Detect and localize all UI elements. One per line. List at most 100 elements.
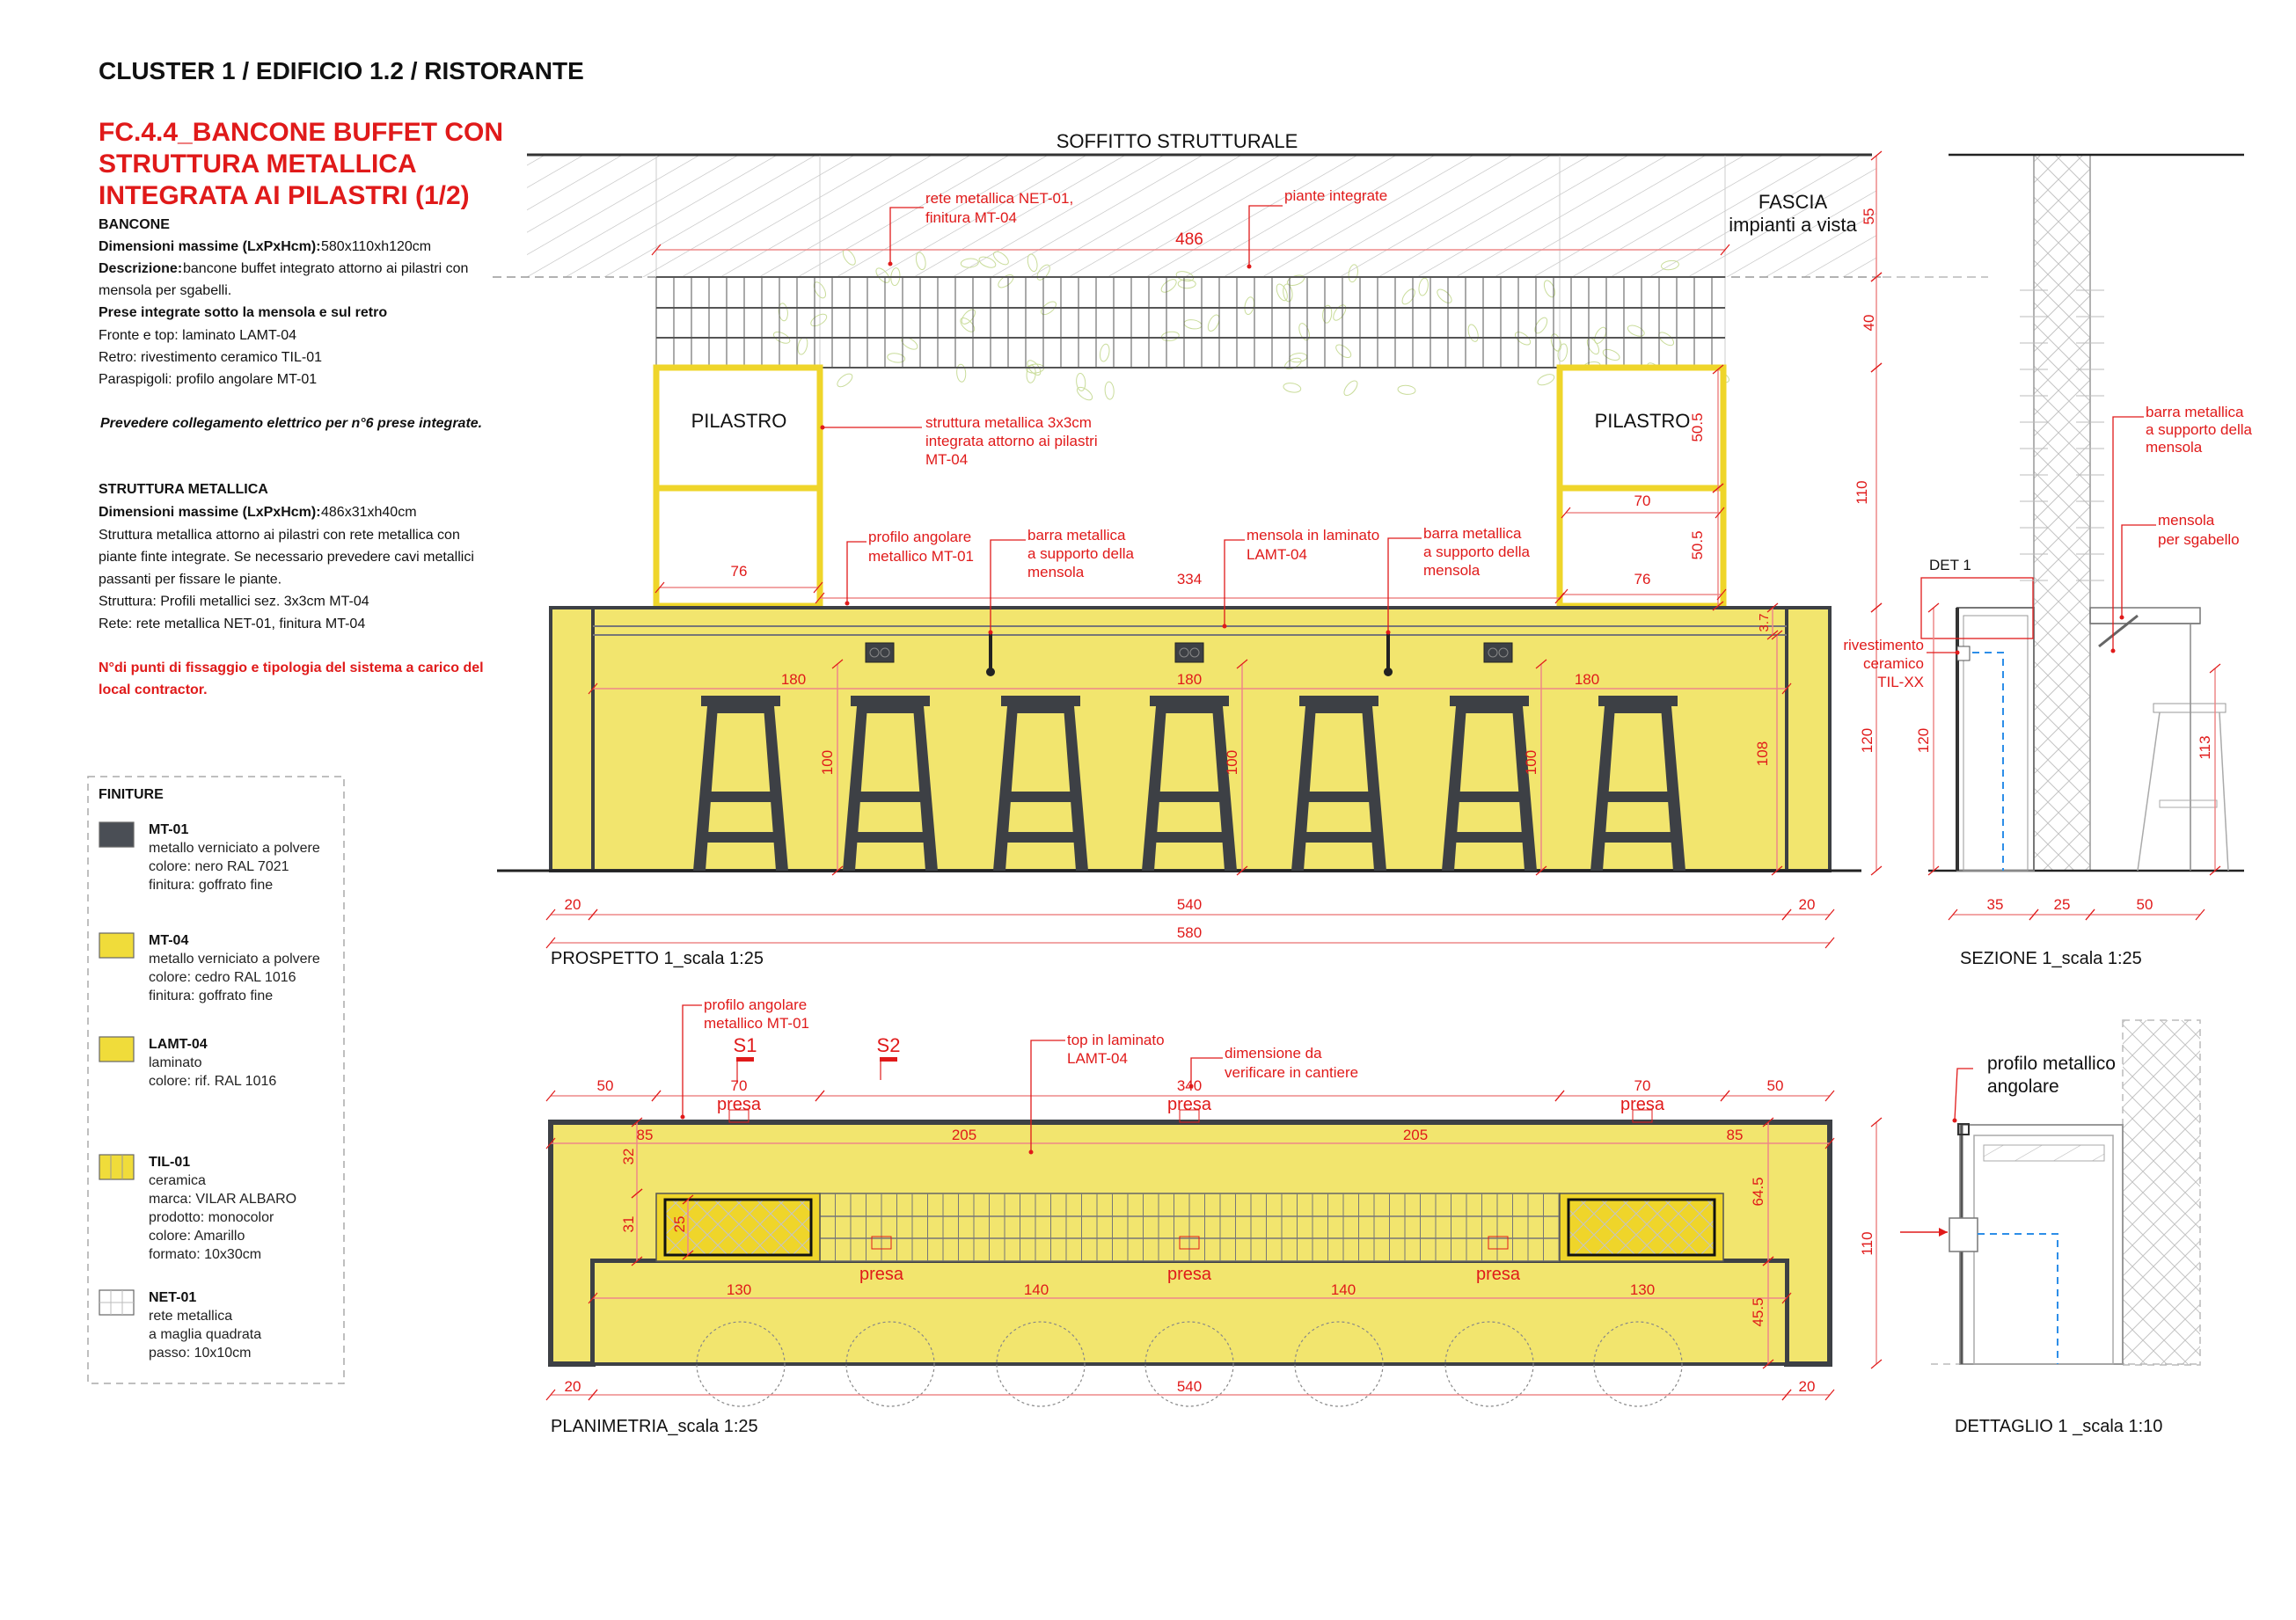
text-planimetria-notes-profilo-1: metallico MT-01 [704, 1015, 809, 1032]
text-prospetto-dims-d50_5: 50.5 [1689, 530, 1706, 559]
stool-rung [1301, 832, 1377, 843]
text-planimetria-dims-d85: 85 [1727, 1127, 1744, 1143]
text-planimetria-dims-d205: 205 [1403, 1127, 1428, 1143]
sheet-title: FC.4.4_BANCONE BUFFET CON [99, 118, 503, 147]
text-planimetria-notes-profilo-0: profilo angolare [704, 996, 807, 1013]
text-sezione-notes-barra-1: a supporto della [2146, 421, 2253, 438]
text-finiture-items-1-code: MT-04 [149, 933, 188, 948]
stool-apron [1313, 706, 1365, 713]
text-planimetria-dims-d130: 130 [1630, 1281, 1655, 1298]
text-planimetria-dims-d50: 50 [597, 1077, 614, 1094]
leader-arrow [821, 426, 825, 430]
text-finiture-items-3-lines-1: marca: VILAR ALBARO [149, 1192, 296, 1207]
text-sezione-dims-d25: 25 [2054, 896, 2071, 913]
top-detail [1984, 1145, 2104, 1161]
support-bar-end [1384, 668, 1393, 676]
section-marker-s2: S2 [877, 1034, 901, 1056]
ceiling-fascia-hatch [527, 156, 1876, 277]
stool-apron [1163, 706, 1216, 713]
stool-rung [855, 792, 925, 802]
plant-leaf [959, 307, 977, 326]
text-finiture-items-3-lines-0: ceramica [149, 1173, 206, 1188]
text-finiture-items-0-lines-0: metallo verniciato a polvere [149, 841, 320, 856]
leader-arrow [845, 602, 850, 606]
text-prospetto-notes-rete-0: rete metallica NET-01, [925, 190, 1073, 207]
text-prospetto-dims-d580: 580 [1177, 924, 1202, 941]
text-spec-bancone-prese: Prese integrate sotto la mensola e sul r… [99, 305, 387, 320]
plant-leaf [956, 364, 966, 383]
swatch-mt-01 [99, 822, 134, 847]
stool-rung [703, 832, 779, 843]
plant-leaf [809, 312, 829, 329]
stool-rung [1152, 832, 1227, 843]
leader-arrow [1247, 265, 1252, 269]
text-prospetto-dims-d100: 100 [1224, 750, 1240, 775]
text-finiture-items-0-lines-2: finitura: goffrato fine [149, 878, 273, 893]
leader-line [683, 1005, 702, 1117]
text-planimetria-dims-d130: 130 [727, 1281, 751, 1298]
stool-rung [1600, 832, 1676, 843]
leader-line [2122, 525, 2156, 617]
text-planimetria-dims-d32: 32 [620, 1149, 637, 1165]
text-spec-struttura-warning-0: N°di punti di fissaggio e tipologia del … [99, 660, 484, 675]
text-spec-struttura-lines-0: Struttura metallica attorno ai pilastri … [99, 528, 460, 543]
text-planimetria-dims-d70: 70 [1634, 1077, 1651, 1094]
text-prospetto-notes-profilo-1: metallico MT-01 [868, 548, 974, 565]
plant-leaf [1275, 282, 1290, 302]
stool-apron [864, 706, 917, 713]
sheet-title: STRUTTURA METALLICA [99, 150, 417, 179]
presa-label: presa [1167, 1095, 1212, 1114]
plant-leaf [1400, 287, 1417, 306]
text-prospetto-dims-d108: 108 [1754, 741, 1771, 766]
text-prospetto-dims-d486: 486 [1175, 230, 1203, 249]
plant-leaf [1557, 343, 1569, 362]
plant-leaf [1627, 324, 1646, 339]
swatch-lamt-04 [99, 1037, 134, 1062]
stool-seat [1150, 696, 1229, 706]
text-prospetto-dims-d76: 76 [731, 563, 748, 580]
presa-label: presa [1476, 1265, 1521, 1284]
pillar-label-left: PILASTRO [691, 410, 787, 432]
text-prospetto-dims-d20: 20 [1799, 896, 1816, 913]
text-prospetto-dims-d76: 76 [1634, 571, 1651, 587]
presa-label: presa [717, 1095, 762, 1114]
text-planimetria-dims-d340: 340 [1177, 1077, 1202, 1094]
arrow-head [1939, 1228, 1948, 1237]
pillar-plan-right [1568, 1200, 1715, 1255]
plant-leaf [1532, 316, 1549, 335]
column-detail [2123, 1020, 2200, 1365]
text-prospetto-dims-d120: 120 [1859, 728, 1876, 753]
text-planimetria-notes-top-0: top in laminato [1067, 1032, 1165, 1048]
text-prospetto-dims-d70: 70 [1634, 493, 1651, 509]
fascia-label: FASCIA [1759, 191, 1828, 213]
leader-arrow [989, 631, 993, 635]
text-finiture-items-4-lines-2: passo: 10x10cm [149, 1346, 252, 1361]
stool-rung [1451, 832, 1527, 843]
text-spec-struttura-dim_label: Dimensioni massime (LxPxHcm): [99, 505, 321, 520]
text-sezione-notes-rivestimento-1: ceramico [1863, 655, 1924, 672]
pillar-label-right: PILASTRO [1595, 410, 1691, 432]
plant-leaf [1283, 356, 1303, 372]
detail-note: angolare [1987, 1076, 2059, 1097]
text-spec-struttura-dim_value: 486x31xh40cm [321, 505, 417, 520]
text-prospetto-dims-d180: 180 [781, 671, 806, 688]
leader-line [847, 542, 866, 603]
text-spec-bancone-note: Prevedere collegamento elettrico per n°6… [100, 416, 482, 431]
plant-leaf [1159, 277, 1179, 295]
stool-apron [1463, 706, 1516, 713]
text-prospetto-dims-d20: 20 [565, 896, 581, 913]
text-spec-bancone-desc_value: bancone buffet integrato attorno ai pila… [183, 261, 468, 276]
page-header-title: CLUSTER 1 / EDIFICIO 1.2 / RISTORANTE [99, 57, 584, 84]
planimetria-caption: PLANIMETRIA_scala 1:25 [551, 1417, 758, 1436]
text-prospetto-dims-d540: 540 [1177, 896, 1202, 913]
stool-leg [2138, 712, 2160, 871]
plant-leaf [958, 316, 976, 334]
stool-seat [1001, 696, 1080, 706]
text-finiture-items-1-lines-0: metallo verniciato a polvere [149, 952, 320, 967]
presa-label: presa [1167, 1265, 1212, 1284]
text-prospetto-dims-d40: 40 [1861, 315, 1877, 332]
text-finiture-items-4-lines-0: rete metallica [149, 1309, 232, 1324]
text-sezione-notes-rivestimento-2: TIL-XX [1877, 674, 1924, 690]
text-spec-struttura-lines-4: Rete: rete metallica NET-01, finitura MT… [99, 617, 365, 631]
text-prospetto-notes-barra-1: a supporto della [1423, 544, 1531, 560]
